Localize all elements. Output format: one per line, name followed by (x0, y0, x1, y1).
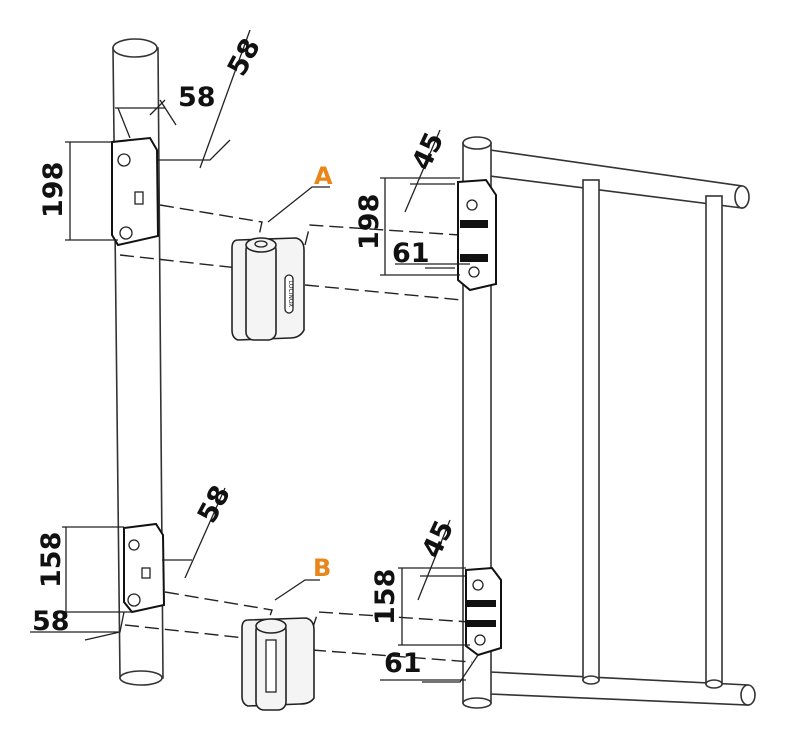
bracket-top-right (457, 178, 497, 292)
bracket-bottom-left (123, 522, 166, 614)
dim-bottom-left-offset: 58 (192, 481, 237, 529)
dimension-lines (30, 29, 479, 683)
dim-top-left-offset: 58 (178, 82, 216, 113)
dim-top-right-width: 61 (392, 238, 430, 269)
dim-bottom-right-height: 158 (370, 569, 401, 625)
dim-top-right-height: 198 (354, 194, 385, 250)
dim-bottom-right-width: 61 (384, 648, 422, 679)
bracket-bottom-right (465, 566, 502, 657)
dim-bottom-right-offset: 45 (416, 516, 460, 563)
bracket-top-left (111, 136, 160, 247)
callout-b: B (313, 554, 331, 582)
dim-top-left-height: 198 (38, 162, 69, 218)
dim-bottom-left-height: 158 (36, 532, 67, 588)
hinge-logo: LOCINOX (287, 281, 294, 308)
dim-bottom-left-depth: 58 (32, 606, 70, 637)
gate-frame (489, 149, 756, 706)
callout-a: A (314, 162, 333, 190)
alignment-lines (119, 204, 473, 663)
hinge-a: LOCINOX (231, 237, 305, 341)
dim-top-left-depth: 58 (222, 34, 267, 82)
hinge-b (241, 617, 315, 711)
dim-top-right-offset: 45 (406, 128, 450, 175)
